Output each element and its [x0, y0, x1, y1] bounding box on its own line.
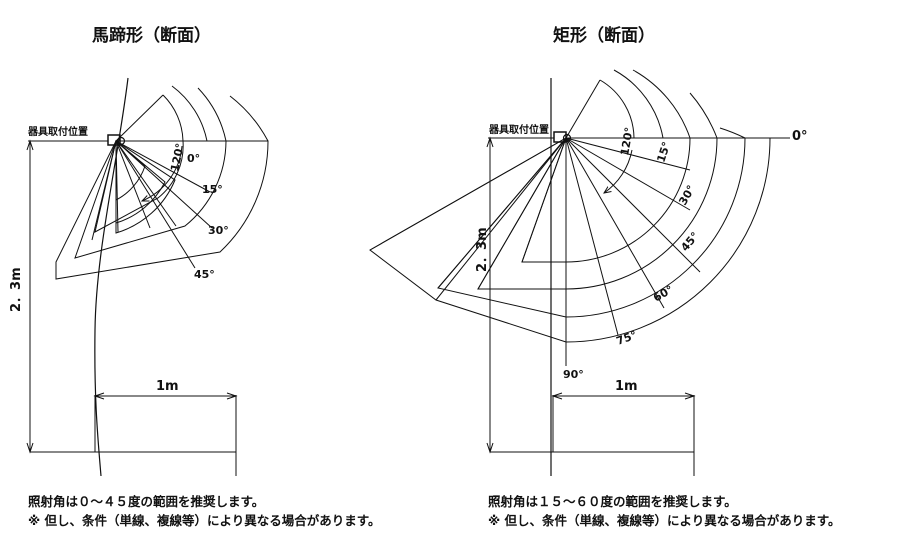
- left-diagram-title: 馬蹄形（断面）: [92, 26, 211, 46]
- right-recommendation-note: 照射角は１５～６０度の範囲を推奨します。 ※ 但し、条件（単線、複線等）により異…: [488, 492, 841, 530]
- right-ray-15: [565, 137, 691, 171]
- left-angle-45: 45°: [194, 268, 215, 281]
- right-mount-label: 器具取付位置: [488, 123, 549, 136]
- right-height-label: 2．3m: [475, 227, 490, 272]
- right-width-label: 1m: [615, 379, 638, 394]
- right-ray-a: [521, 137, 567, 263]
- right-ray-c: [437, 137, 567, 289]
- left-beam-sector-1: [115, 139, 146, 201]
- left-width-arrow-l: [93, 392, 105, 400]
- left-ray-b: [115, 140, 151, 229]
- left-beam-arc-d: [229, 95, 269, 142]
- left-recommendation-note: 照射角は０～４５度の範囲を推奨します。 ※ 但し、条件（単線、複線等）により異な…: [28, 492, 381, 530]
- right-note-line-1: 照射角は１５～６０度の範囲を推奨します。: [488, 494, 737, 509]
- left-beam-sector-2: [115, 139, 166, 224]
- left-ray-30: [115, 140, 213, 229]
- right-arc-a: [599, 79, 635, 139]
- left-rotation-arrow: [142, 145, 183, 201]
- left-ray-a: [115, 140, 177, 227]
- left-beam-arc-b: [171, 85, 208, 142]
- right-angle-75: 75°: [615, 328, 639, 347]
- left-note-line-1: 照射角は０～４５度の範囲を推奨します。: [28, 494, 265, 509]
- right-fixture-lens: [562, 133, 572, 143]
- right-beam-inner2: [477, 137, 718, 290]
- right-arc-c: [632, 69, 691, 139]
- right-angle-0: 0°: [792, 129, 808, 144]
- right-angle-45: 45°: [678, 230, 701, 254]
- right-width-arrow-l: [551, 392, 563, 400]
- left-beam-inner: [94, 140, 184, 233]
- left-angle-30: 30°: [208, 224, 229, 237]
- left-beam-mid: [74, 140, 227, 259]
- right-ray-45: [565, 137, 701, 273]
- left-width-arrow-r: [226, 392, 238, 400]
- left-width-label: 1m: [156, 379, 179, 394]
- left-angle-0: 0°: [187, 152, 200, 165]
- left-fixture-lens: [116, 136, 126, 146]
- left-ray-45: [115, 140, 196, 269]
- left-angle-15: 15°: [202, 183, 223, 196]
- right-arc-d: [689, 92, 718, 139]
- left-ray-d: [91, 140, 117, 241]
- right-width-arrow-r: [684, 392, 696, 400]
- left-beam-outer: [55, 140, 269, 280]
- right-arc-e: [719, 127, 746, 139]
- left-ray-120: [115, 94, 164, 142]
- right-rotation-arrow: [604, 149, 633, 193]
- right-diagram-title: 矩形（断面）: [553, 26, 655, 46]
- left-beam-arc-c: [197, 87, 227, 142]
- left-ray-15: [115, 140, 211, 193]
- right-ray-b: [477, 137, 567, 290]
- left-mount-label: 器具取付位置: [27, 125, 88, 138]
- left-beam-arc-a: [162, 94, 184, 142]
- left-beam-sector-3: [115, 140, 176, 234]
- right-ray-60: [565, 137, 665, 309]
- left-ray-c: [115, 140, 119, 233]
- left-height-arrow-top: [26, 139, 34, 151]
- right-diagram: [369, 69, 790, 476]
- right-height-arrow-top: [486, 136, 494, 148]
- right-arc-b: [613, 69, 664, 139]
- right-fixture: [553, 131, 567, 143]
- right-angle-15: 15°: [654, 140, 673, 164]
- left-fixture: [107, 134, 121, 146]
- right-note-line-2: ※ 但し、条件（単線、複線等）により異なる場合があります。: [488, 513, 841, 528]
- right-beam-inner3: [521, 137, 691, 263]
- right-angle-90: 90°: [563, 368, 584, 381]
- right-beam-mid: [437, 137, 746, 318]
- right-angle-120: 120°: [618, 126, 636, 156]
- left-diagram: [26, 77, 269, 477]
- left-tunnel-wall: [94, 77, 129, 477]
- right-ray-e: [369, 137, 567, 251]
- right-beam-outer: [369, 137, 771, 343]
- left-angle-120: 120°: [168, 142, 187, 173]
- right-angle-60: 60°: [651, 283, 676, 305]
- right-ray-120: [565, 79, 601, 139]
- right-ray-d: [435, 137, 567, 301]
- right-ray-75: [565, 137, 619, 336]
- left-note-line-2: ※ 但し、条件（単線、複線等）により異なる場合があります。: [28, 513, 381, 528]
- right-ray-30: [565, 137, 691, 211]
- left-height-label: 2．3m: [9, 267, 24, 312]
